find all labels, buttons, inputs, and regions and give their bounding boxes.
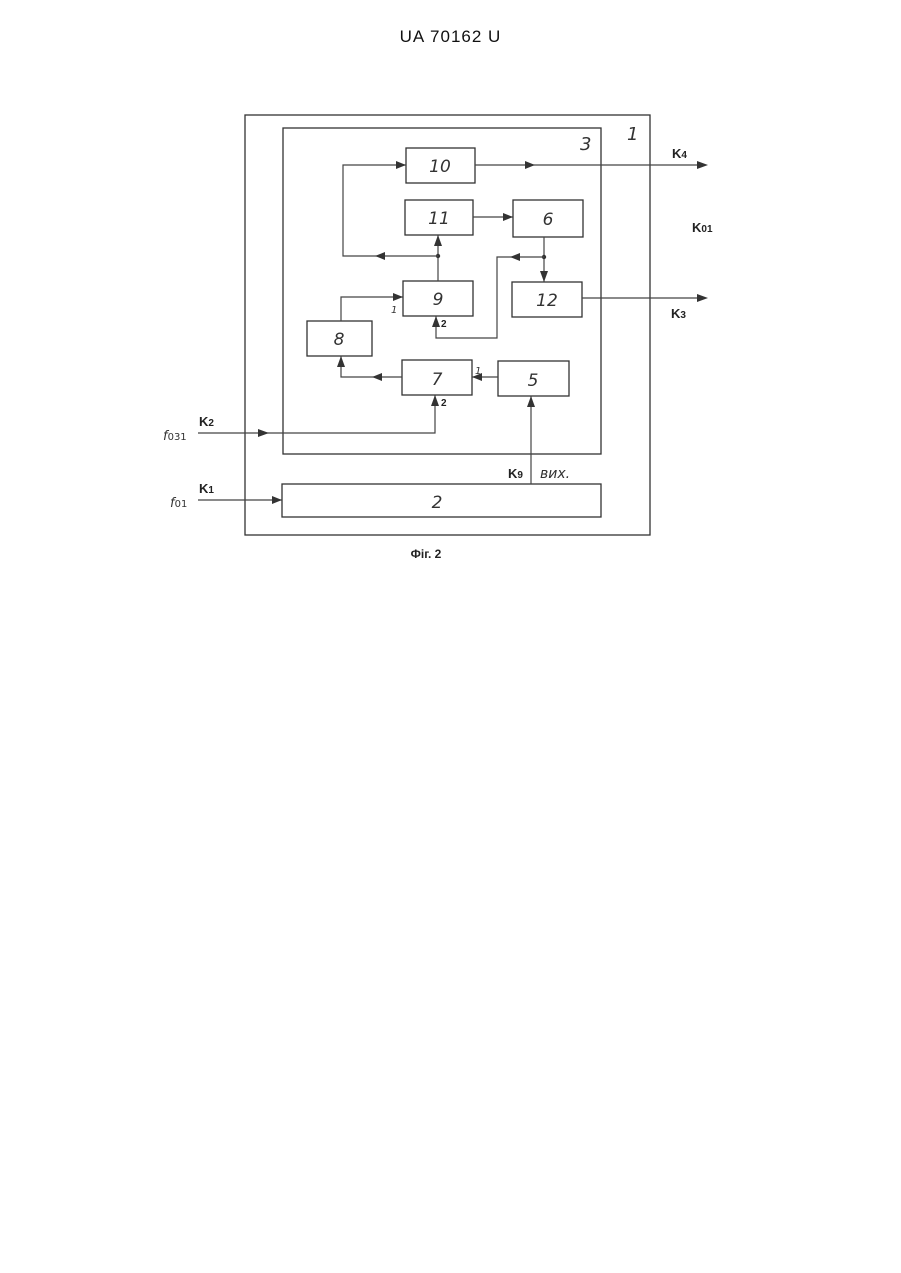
- wire-block7-to-block8: [341, 356, 402, 377]
- signal-k9-label: K9: [508, 466, 523, 481]
- wire-block6-to-block9-input2: [436, 257, 544, 338]
- block-10-number: 10: [429, 157, 451, 177]
- block9-port1-label: 1: [391, 305, 397, 316]
- arrowhead-into-block9-input2: [432, 316, 440, 327]
- signal-k3-label: K3: [671, 306, 686, 321]
- block-12-number: 12: [536, 291, 558, 311]
- arrowhead-into-block11: [434, 235, 442, 246]
- arrowhead-into-block7-input2: [431, 395, 439, 406]
- block-8-number: 8: [334, 330, 345, 350]
- arrowhead-block7-out: [372, 373, 382, 381]
- arrowhead-k3: [697, 294, 708, 302]
- block-5-number: 5: [528, 371, 539, 391]
- arrowhead-into-block10: [396, 161, 406, 169]
- block7-port1-label: 1: [475, 366, 481, 377]
- arrowhead-k2-input: [258, 429, 269, 437]
- outer-block-frame: [245, 115, 650, 535]
- inner-block-number: 3: [580, 134, 591, 155]
- arrowhead-k4: [697, 161, 708, 169]
- signal-k4-label: K4: [672, 146, 687, 161]
- arrowhead-branch-left: [510, 253, 520, 261]
- block-6-number: 6: [543, 210, 554, 230]
- block-2-number: 2: [432, 493, 443, 513]
- arrowhead-into-block5: [527, 396, 535, 407]
- wire-f031-to-block7-input2: [198, 395, 435, 433]
- arrowhead-into-block8: [337, 356, 345, 367]
- figure-caption: Фіг. 2: [411, 547, 442, 561]
- signal-k2-label: K2: [199, 414, 214, 429]
- arrowhead-feedback-left: [375, 252, 385, 260]
- block-9-number: 9: [433, 290, 444, 310]
- signal-k1-label: K1: [199, 481, 214, 496]
- block7-port2-label: 2: [441, 398, 447, 409]
- block-7-number: 7: [432, 370, 443, 390]
- arrowhead-into-block2: [272, 496, 282, 504]
- block9-port2-label: 2: [441, 319, 447, 330]
- arrowhead-into-block12: [540, 271, 548, 282]
- block-11-number: 11: [428, 209, 450, 229]
- output-note: вих.: [540, 466, 570, 482]
- input-f031-label: f031: [163, 429, 187, 444]
- wire-feedback-to-block10: [343, 165, 438, 256]
- input-f01-label: f01: [170, 496, 187, 511]
- arrowhead-into-block9-input1: [393, 293, 403, 301]
- arrowhead-block10-out: [525, 161, 535, 169]
- outer-block-number: 1: [627, 124, 638, 145]
- arrowhead-into-block6: [503, 213, 513, 221]
- signal-k01-label: K01: [692, 220, 713, 235]
